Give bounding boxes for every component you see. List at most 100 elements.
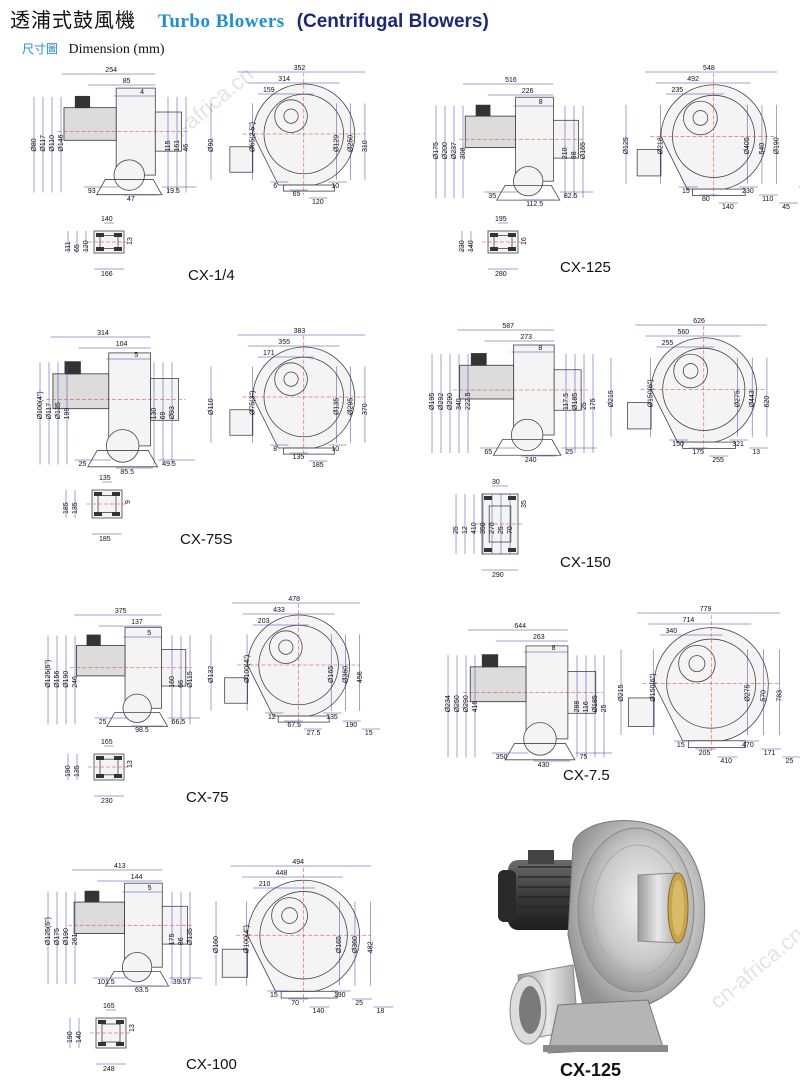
dimension-label: 140 xyxy=(468,240,475,252)
dimension-label: Ø215 xyxy=(608,390,615,407)
dimension-label: Ø443 xyxy=(749,390,756,407)
subtitle: 尺寸圖 Dimension (mm) xyxy=(22,40,165,58)
dimension-label: 171 xyxy=(263,350,275,357)
dimension-label: 137 xyxy=(131,619,143,626)
dimension-label: 783 xyxy=(776,690,783,702)
dimension-label: 101.5 xyxy=(97,979,115,986)
blower-housing xyxy=(567,820,706,1012)
dimension-label: Ø115 xyxy=(187,671,194,688)
dimension-label: 470 xyxy=(742,742,754,749)
title-parenthetical: (Centrifugal Blowers) xyxy=(296,11,489,32)
model-label-cx75: CX-75 xyxy=(186,789,229,806)
page-header: 透浦式鼓風機 Turbo Blowers (Centrifugal Blower… xyxy=(10,4,489,34)
dimension-label: 350 xyxy=(480,522,487,534)
front-view-shape xyxy=(626,326,768,453)
dimension-label: Ø129 xyxy=(333,135,340,152)
dimension-label: 75 xyxy=(580,754,588,761)
dimension-label: 25 xyxy=(79,461,87,468)
dimension-label: Ø100(4") xyxy=(244,925,251,953)
dimension-label: 63.5 xyxy=(135,987,149,994)
dimension-label: 5 xyxy=(147,630,151,637)
dimension-label: 190 xyxy=(67,1031,74,1043)
dimension-label: 185 xyxy=(99,536,111,543)
dimension-label: 321 xyxy=(732,441,744,448)
dimension-label: 25 xyxy=(355,1000,363,1007)
dimension-label: 413 xyxy=(114,863,126,870)
side-view-shape xyxy=(57,87,188,196)
dimension-label: 98.5 xyxy=(135,727,149,734)
dimension-label: 255 xyxy=(712,457,724,464)
title-chinese: 透浦式鼓風機 xyxy=(10,8,136,32)
dimension-label: Ø218 xyxy=(657,137,664,154)
dimension-label: 230 xyxy=(101,798,113,805)
dimension-label: 25 xyxy=(601,705,608,713)
dimension-label: 104 xyxy=(116,341,128,348)
dimension-label: 70 xyxy=(507,526,514,534)
dimension-label: Ø125(5") xyxy=(45,917,52,945)
dimension-label: Ø190 xyxy=(63,928,70,945)
dimension-label: 340 xyxy=(456,398,463,410)
dimension-label: 175 xyxy=(590,398,597,410)
dimension-label: Ø165 xyxy=(328,666,335,683)
dimension-label: 240 xyxy=(525,457,537,464)
dimension-label: 340 xyxy=(666,628,678,635)
model-label-cx14: CX-1/4 xyxy=(188,267,235,284)
dimension-label: 352 xyxy=(294,65,306,72)
dimension-label: Ø100(4") xyxy=(244,655,251,683)
front-view-shape xyxy=(229,72,365,196)
dimension-label: 375 xyxy=(115,608,127,615)
outlet-pipe xyxy=(637,872,689,944)
dimension-label: Ø292 xyxy=(438,393,445,410)
base-view-shape xyxy=(476,493,524,555)
dimension-label: Ø110 xyxy=(49,135,56,152)
dimension-label: 254 xyxy=(105,67,117,74)
dimension-label: 140 xyxy=(76,1031,83,1043)
dimension-label: Ø215 xyxy=(618,684,625,701)
dimension-label: 203 xyxy=(258,618,270,625)
dimension-label: 150 xyxy=(672,441,684,448)
dimension-label: 350 xyxy=(496,754,508,761)
dimension-label: Ø117 xyxy=(40,135,47,152)
side-view-shape xyxy=(458,96,585,201)
dimension-label: 248 xyxy=(103,1066,115,1073)
dimension-label: 370 xyxy=(362,403,369,415)
dimension-label: 6 xyxy=(273,183,277,190)
dimension-label: Ø290 xyxy=(463,695,470,712)
dimension-label: 5 xyxy=(134,352,138,359)
dimension-label: 65 xyxy=(293,191,301,198)
dimension-label: 110 xyxy=(762,196,773,203)
dimension-label: Ø360 xyxy=(342,666,349,683)
dimension-label: 85 xyxy=(123,78,131,85)
dimension-label: 560 xyxy=(677,329,689,336)
dimension-label: 448 xyxy=(276,870,288,877)
dimension-label: 587 xyxy=(502,323,514,330)
side-view-shape xyxy=(45,352,186,468)
dimension-label: 93 xyxy=(88,188,96,195)
dimension-label: 644 xyxy=(514,623,526,630)
dimension-label: 160 xyxy=(169,676,176,688)
base-view-shape xyxy=(86,489,128,519)
photo-label: CX-125 xyxy=(560,1060,622,1080)
dimension-label: 261 xyxy=(72,933,79,945)
dimension-label: 210 xyxy=(259,881,271,888)
dimension-label: Ø275 xyxy=(744,684,751,701)
dimension-label: 135 xyxy=(99,475,111,482)
dimension-label: 230 xyxy=(742,188,754,195)
dimension-label: Ø90 xyxy=(208,139,215,152)
base-view-shape xyxy=(90,1017,132,1049)
dimension-label: Ø146 xyxy=(58,134,65,151)
dimension-label: 25 xyxy=(785,758,793,765)
subtitle-chinese: 尺寸圖 xyxy=(22,42,59,56)
dimension-label: 494 xyxy=(292,859,304,866)
dimension-label: Ø93 xyxy=(169,406,176,419)
dimension-label: 85.5 xyxy=(120,469,134,476)
